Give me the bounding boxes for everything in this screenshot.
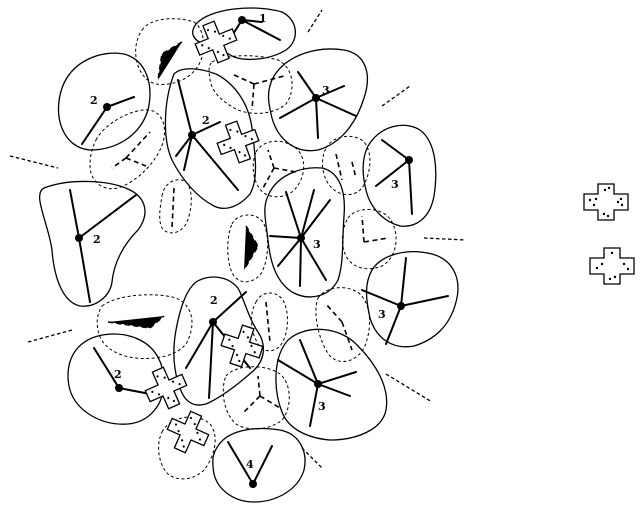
cross-marker-top [190, 16, 242, 68]
cluster-label-right-lower: 3 [378, 308, 386, 321]
dashed-region-center-right [342, 209, 396, 268]
solid-region-upper-left: 2 [58, 53, 149, 150]
cluster-label-upper-right: 3 [322, 84, 330, 97]
cross-marker-lower-left [140, 362, 193, 415]
dashed-region-top-middle [209, 56, 292, 114]
cluster-label-right-upper: 3 [391, 178, 399, 191]
cross-legend-lower [590, 248, 634, 284]
cluster-label-center: 3 [313, 238, 321, 251]
dashed-region-center-left [228, 215, 268, 282]
cluster-label-upper-left: 2 [90, 94, 98, 107]
dashed-region-lower-center [223, 367, 289, 429]
cluster-label-left: 2 [93, 233, 101, 246]
cluster-label-lower-left: 2 [114, 368, 122, 381]
cross-legend-upper [584, 184, 628, 220]
solid-region-right-lower: 3 [362, 252, 458, 347]
cluster-label-lower-right: 3 [318, 400, 326, 413]
dashed-region-center-lower [252, 293, 288, 351]
dashed-region-lower-left [97, 295, 192, 359]
cross-marker-center [212, 116, 263, 167]
solid-region-left: 2 [40, 181, 145, 306]
cluster-label-bottom: 4 [246, 458, 254, 471]
cluster-label-top: 1 [259, 12, 267, 25]
solid-region-center: 3 [265, 168, 345, 297]
dashed-region-small-left [160, 180, 192, 233]
solid-region-lower-right: 3 [276, 329, 387, 440]
solid-region-lower-left: 2 [68, 334, 164, 424]
solid-region-right-upper: 3 [363, 125, 436, 226]
cross-marker-bottom [162, 406, 215, 459]
cluster-label-lower-center: 2 [210, 294, 218, 307]
cluster-label-center-left: 2 [202, 114, 210, 127]
solid-region-bottom: 4 [213, 429, 305, 502]
dashed-region-center-upper [253, 141, 303, 197]
